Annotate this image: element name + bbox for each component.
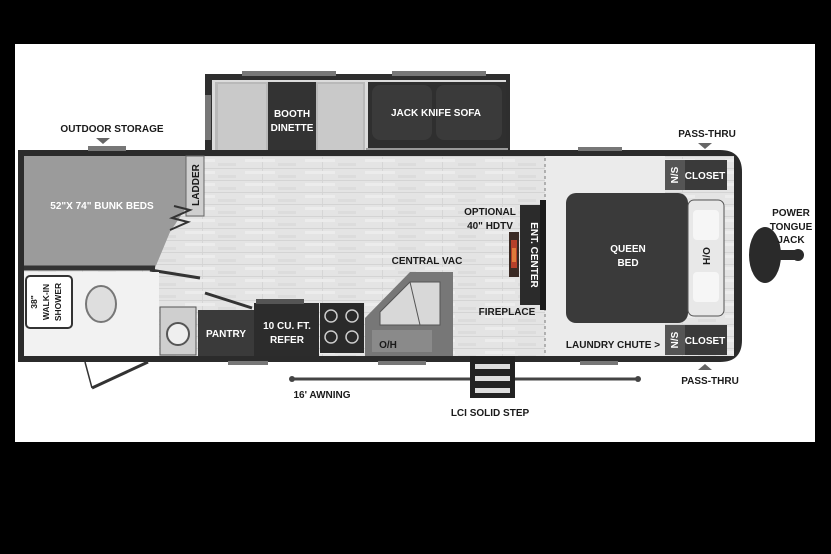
refer-label-2: REFER <box>270 335 305 346</box>
ladder-label: LADDER <box>191 163 202 205</box>
shower-label-1: 38" <box>29 295 39 309</box>
oh-label: O/H <box>379 340 397 351</box>
pass-thru-bottom-label: PASS-THRU <box>681 376 739 387</box>
bedroom <box>566 160 727 355</box>
bunk-beds-label: 52"X 74" BUNK BEDS <box>50 201 154 212</box>
kitchen <box>198 272 453 356</box>
solid-step-label: LCI SOLID STEP <box>451 408 530 419</box>
awning <box>289 376 641 382</box>
pass-thru-top-label: PASS-THRU <box>678 129 736 140</box>
closet-bottom <box>685 325 727 355</box>
optional-hdtv-label-2: 40" HDTV <box>467 221 513 232</box>
power-tongue-jack-label-2: TONGUE <box>770 222 813 233</box>
shower-label-2: WALK-IN <box>41 284 51 320</box>
bathroom <box>24 272 197 390</box>
power-tongue-jack <box>749 227 804 283</box>
toilet <box>85 285 117 323</box>
bath-sink <box>166 322 190 346</box>
shower-label-3: SHOWER <box>53 283 63 321</box>
bunk-beds <box>24 155 205 280</box>
power-tongue-jack-label-1: POWER <box>772 208 811 219</box>
pass-thru-top-arrow <box>698 143 712 149</box>
jack-knife-sofa-label: JACK KNIFE SOFA <box>391 108 481 119</box>
optional-hdtv-label-1: OPTIONAL <box>464 207 516 218</box>
cooktop <box>320 303 364 353</box>
ent-center-label: ENT. CENTER <box>528 222 539 288</box>
pass-thru-bottom-arrow <box>698 364 712 370</box>
entertainment-center <box>509 200 546 310</box>
pantry <box>198 310 254 356</box>
awning-label: 16' AWNING <box>293 390 350 401</box>
outdoor-storage-arrow <box>96 138 110 144</box>
walk-in-shower <box>25 275 73 329</box>
queen-bed-label-1: QUEEN <box>610 244 646 255</box>
central-vac-label: CENTRAL VAC <box>392 256 463 267</box>
laundry-chute-label: LAUNDRY CHUTE > <box>566 340 660 351</box>
closet-top-label: CLOSET <box>685 171 726 182</box>
solid-step <box>470 356 515 398</box>
closet-bottom-label: CLOSET <box>685 336 726 347</box>
queen-bed-label-2: BED <box>617 258 638 269</box>
closet-top <box>685 160 727 190</box>
queen-bed <box>566 193 688 323</box>
ns-bottom-label: N/S <box>670 331 681 348</box>
outdoor-storage-label: OUTDOOR STORAGE <box>60 124 163 135</box>
refer-label-1: 10 CU. FT. <box>263 321 311 332</box>
pantry-label: PANTRY <box>206 329 246 340</box>
fireplace-label: FIREPLACE <box>479 307 536 318</box>
power-tongue-jack-label-3: JACK <box>777 235 805 246</box>
booth-dinette-label-1: BOOTH <box>274 109 310 120</box>
booth-dinette-label-2: DINETTE <box>271 123 314 134</box>
refrigerator <box>254 303 319 356</box>
ns-top-label: N/S <box>670 166 681 183</box>
ho-label: H/O <box>702 247 713 265</box>
